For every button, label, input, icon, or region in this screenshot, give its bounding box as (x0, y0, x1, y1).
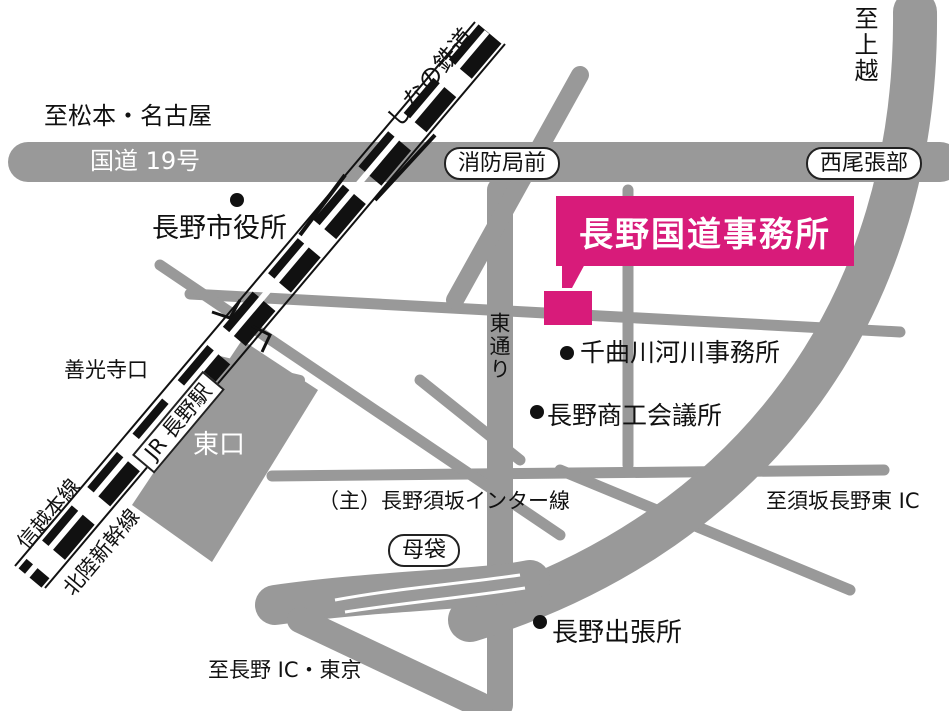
suzaka-connector-road (255, 560, 550, 625)
branch-office-label: 長野出張所 (552, 618, 683, 648)
to-tokyo-label: 至長野 IC・東京 (208, 658, 362, 682)
higashi-dori-label: 東通り (487, 312, 511, 381)
route-18-road (448, 0, 938, 642)
to-joetsu-label: 至上越 (850, 6, 878, 84)
road-to-ic (287, 607, 493, 711)
fire-station-intersection-label: 消防局前 (444, 147, 561, 181)
east-exit-plaza (132, 340, 318, 562)
office-site-marker (544, 291, 592, 325)
zenkoji-exit-label: 善光寺口 (64, 358, 148, 382)
rail-center-gap (24, 30, 490, 578)
route-19-label: 国道 19号 (90, 147, 201, 175)
diagonal-street-east (554, 464, 856, 596)
rail-edge-west (14, 21, 476, 567)
rail-edge-east (44, 43, 506, 589)
chikuma-office-label: 千曲川河川事務所 (580, 338, 781, 367)
chikuma-office-dot (560, 346, 574, 360)
northern-diagonal-road (446, 66, 589, 309)
ramp-lanes (334, 573, 526, 614)
station-crossing-marks (211, 299, 272, 353)
suzaka-line-label: （主）長野須坂インター線 (318, 489, 570, 513)
modai-intersection-label: 母袋 (388, 534, 461, 568)
rail-track-dashes (18, 24, 502, 588)
nishiobari-intersection-label: 西尾張部 (806, 147, 923, 181)
branch-office-dot (533, 615, 547, 629)
east-exit-label: 東口 (193, 430, 246, 460)
callout-pointer (562, 262, 586, 288)
office-callout: 長野国道事務所 (556, 196, 854, 266)
to-matsumoto-label: 至松本・名古屋 (44, 102, 212, 130)
chamber-label: 長野商工会議所 (547, 401, 723, 430)
city-hall-dot (230, 193, 244, 207)
track-branch-lines (298, 133, 437, 237)
to-suzaka-label: 至須坂長野東 IC (766, 489, 920, 513)
city-hall-label: 長野市役所 (152, 213, 287, 244)
railway (14, 21, 506, 589)
chamber-dot (530, 405, 544, 419)
